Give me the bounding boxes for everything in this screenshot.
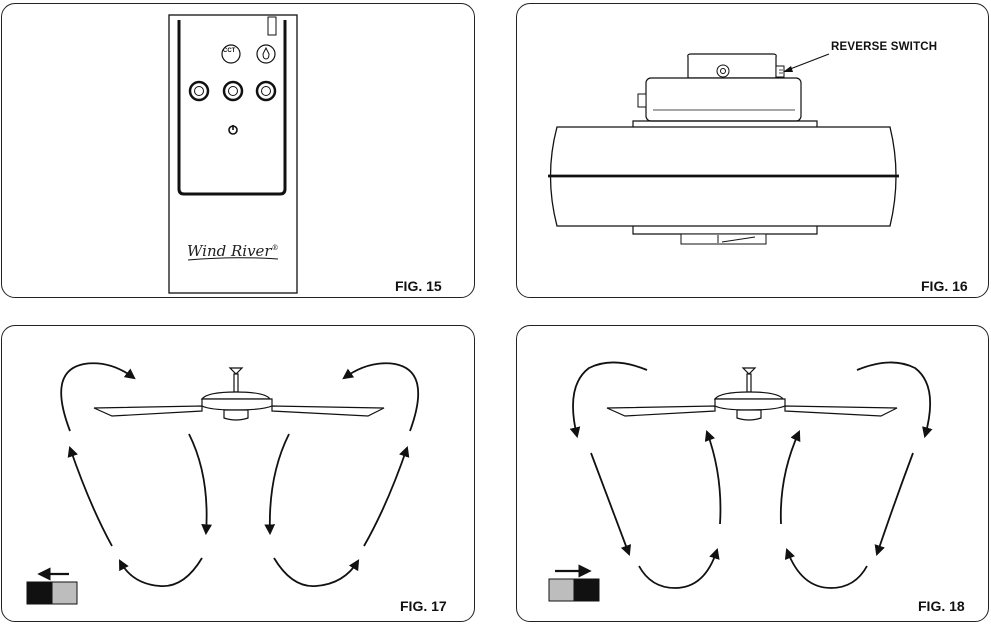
figure-label: FIG. 17: [400, 598, 447, 614]
figure-18-panel: FIG. 18: [516, 325, 989, 622]
ceiling-fan: [93, 367, 385, 421]
airflow-upward-illustration: [548, 361, 933, 602]
cct-button: [221, 44, 241, 64]
reverse-switch-left-position: [26, 567, 78, 605]
figure-17-panel: FIG. 17: [1, 325, 475, 622]
figure-16-panel: REVERSE SWITCH FIG. 16: [516, 3, 989, 298]
callout-leader-line: [784, 53, 830, 72]
speed-med-button: [222, 80, 244, 102]
figure-15-panel: CCT Wind River® FIG. 15: [1, 3, 475, 298]
fan-motor-illustration: [548, 53, 899, 245]
brand-logo: Wind River®: [187, 242, 279, 260]
reverse-switch-callout: REVERSE SWITCH: [831, 41, 938, 53]
figure-label: FIG. 15: [395, 278, 442, 294]
airflow-arrows: [60, 362, 420, 587]
light-button: [256, 44, 276, 64]
cct-button-label: CCT: [223, 48, 236, 54]
airflow-downward-illustration: [26, 362, 420, 605]
speed-high-button: [255, 80, 277, 102]
reverse-switch-right-position: [548, 564, 600, 602]
figure-label: FIG. 18: [918, 598, 965, 614]
airflow-arrows: [569, 361, 933, 589]
ceiling-fan: [606, 367, 898, 421]
speed-low-button: [188, 80, 210, 102]
figure-label: FIG. 16: [921, 278, 968, 294]
remote-control-illustration: [168, 14, 298, 294]
